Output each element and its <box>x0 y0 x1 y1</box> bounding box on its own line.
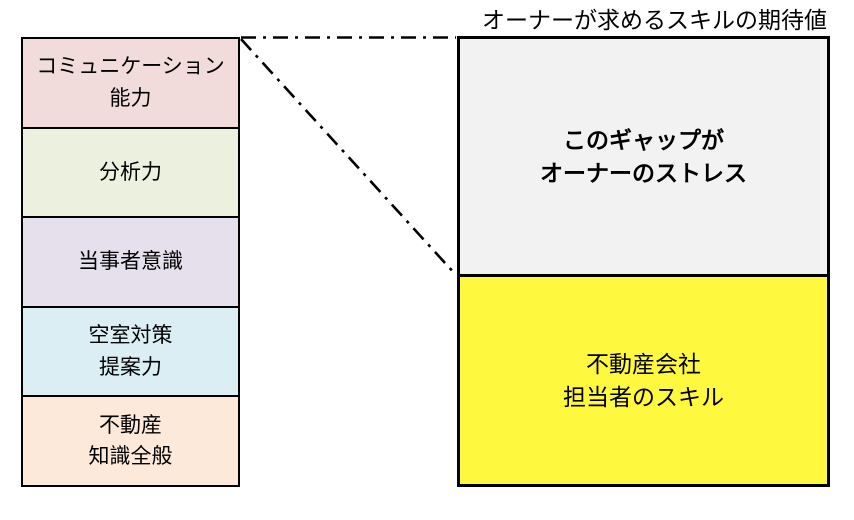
skill-label-line: 不動産 <box>99 413 162 437</box>
gap-label-line: このギャップが <box>563 127 724 154</box>
expectation-title: オーナーが求めるスキルの期待値 <box>482 7 827 33</box>
skill-cell-vacancy-proposal: 空室対策 提案力 <box>23 305 238 396</box>
skill-label-line: 空室対策 <box>88 324 173 348</box>
skill-cell-communication: コミュニケーション 能力 <box>23 39 238 127</box>
connector-diagonal-line <box>240 38 457 276</box>
current-skill-zone: 不動産会社 担当者のスキル <box>460 277 827 484</box>
skill-label-line: 分析力 <box>99 160 162 184</box>
skill-column: コミュニケーション 能力 分析力 当事者意識 空室対策 提案力 不動産 知識全般 <box>21 37 240 487</box>
skill-label-line: 提案力 <box>99 355 162 379</box>
skill-label-line: 当事者意識 <box>78 250 183 274</box>
skill-label-line: 能力 <box>109 86 152 110</box>
skill-cell-analysis: 分析力 <box>23 126 238 217</box>
gap-zone: このギャップが オーナーのストレス <box>460 39 827 277</box>
current-skill-label-line: 担当者のスキル <box>563 383 724 410</box>
skill-label-line: 知識全般 <box>88 445 173 469</box>
skill-label-line: コミュニケーション <box>36 55 225 79</box>
expectation-box: このギャップが オーナーのストレス 不動産会社 担当者のスキル <box>457 36 830 487</box>
gap-label-line: オーナーのストレス <box>540 159 747 186</box>
skill-cell-ownership: 当事者意識 <box>23 216 238 306</box>
skill-cell-realestate-knowledge: 不動産 知識全般 <box>23 395 238 485</box>
current-skill-label-line: 不動産会社 <box>586 351 701 378</box>
